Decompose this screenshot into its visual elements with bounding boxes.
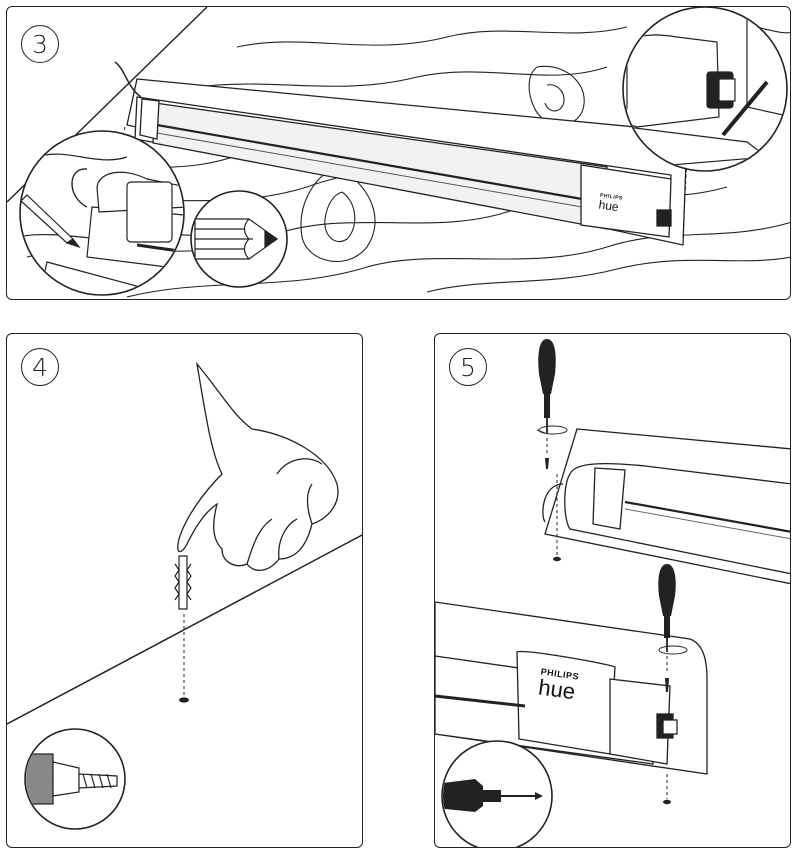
screwdriver-icon-lower	[658, 564, 688, 692]
step-5-number: 5	[449, 348, 487, 386]
step-4-panel: 4	[6, 333, 363, 848]
drill-icon	[24, 728, 126, 830]
brand-label-large: PHILIPS hue	[536, 666, 580, 705]
knob-end-detail	[622, 7, 788, 172]
step-4-illustration	[7, 361, 362, 830]
step-5-panel: 5	[434, 333, 791, 848]
pencil-icon	[190, 190, 288, 288]
drill-hole	[179, 697, 189, 703]
connector-knob	[656, 209, 672, 227]
brand-label-small: PHILIPS hue	[597, 192, 623, 215]
wood-knot	[300, 166, 376, 263]
pencil-marking-detail	[19, 130, 185, 296]
wall-plug-icon	[174, 555, 192, 610]
brand-line2: hue	[536, 674, 577, 705]
step-5-illustration	[435, 339, 790, 847]
step-3-number: 3	[21, 25, 59, 63]
step-4-number: 4	[21, 348, 59, 386]
brand-line2: hue	[597, 197, 620, 215]
screwdriver-detail	[441, 740, 553, 847]
step-3-illustration	[7, 7, 790, 298]
screwdriver-icon-upper	[536, 339, 568, 469]
hand-icon	[177, 361, 339, 571]
step-3-panel: 3	[6, 6, 791, 300]
